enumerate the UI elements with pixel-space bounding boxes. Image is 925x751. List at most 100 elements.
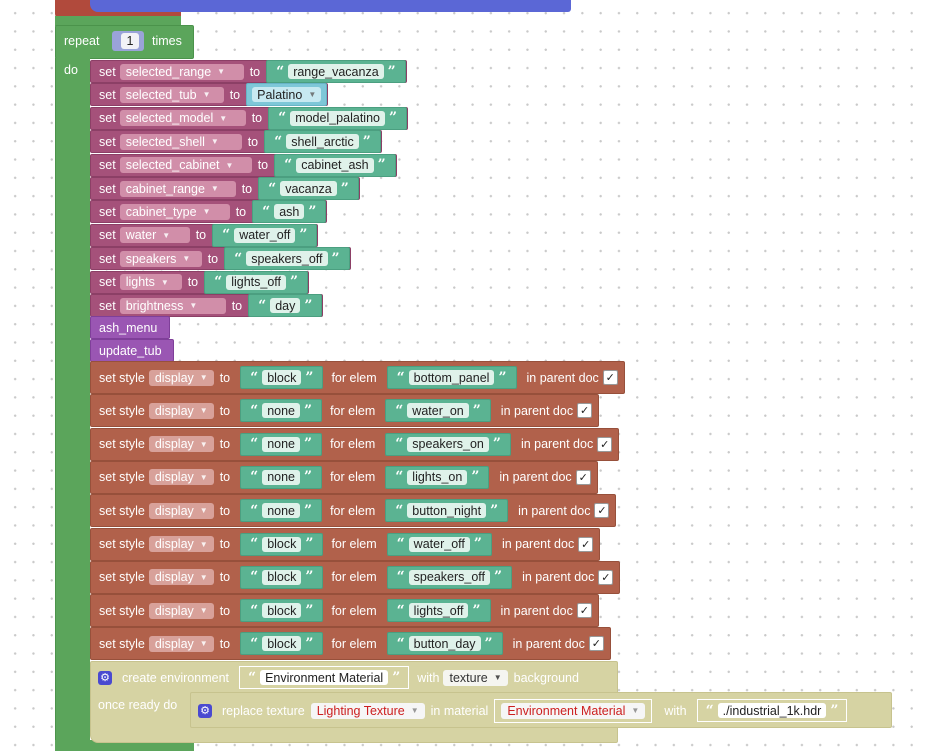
variable-dropdown[interactable]: selected_tub▼ — [119, 86, 224, 103]
element-id-string[interactable]: “bottom_panel” — [386, 366, 517, 389]
string-value[interactable]: water_off — [234, 227, 296, 243]
style-value-string[interactable]: “block” — [240, 366, 324, 389]
element-id[interactable]: lights_off — [408, 603, 469, 619]
style-value[interactable]: none — [262, 436, 301, 452]
in-parent-doc-checkbox[interactable]: ✓ — [588, 636, 604, 652]
string-block[interactable]: “ash” — [252, 200, 327, 224]
style-value[interactable]: block — [262, 536, 302, 552]
style-value-string[interactable]: “block” — [240, 632, 324, 656]
element-id[interactable]: water_on — [407, 403, 469, 419]
string-value[interactable]: model_palatino — [290, 110, 385, 126]
update-tub-call[interactable]: update_tub — [90, 339, 174, 362]
ash-menu-call[interactable]: ash_menu — [90, 316, 170, 339]
style-property-dropdown[interactable]: display▼ — [148, 502, 214, 519]
in-parent-doc-checkbox[interactable]: ✓ — [602, 370, 618, 385]
string-block[interactable]: “lights_off” — [204, 270, 309, 294]
string-value[interactable]: lights_off — [226, 274, 286, 290]
element-id-string[interactable]: “lights_on” — [385, 465, 490, 489]
element-id-string[interactable]: “speakers_on” — [385, 432, 511, 456]
string-block[interactable]: “speakers_off” — [224, 247, 350, 271]
element-id-string[interactable]: “button_night” — [385, 499, 509, 523]
string-value[interactable]: day — [270, 298, 301, 313]
string-value[interactable]: vacanza — [280, 181, 337, 196]
in-parent-doc-checkbox[interactable]: ✓ — [578, 536, 594, 552]
element-id[interactable]: lights_on — [407, 469, 468, 485]
in-parent-doc-checkbox[interactable]: ✓ — [598, 569, 614, 585]
string-value[interactable]: ash — [274, 204, 305, 220]
style-value[interactable]: block — [262, 603, 302, 619]
replace-texture-row[interactable]: ⚙ replace texture Lighting Texture▼ in m… — [198, 698, 848, 723]
variable-dropdown[interactable]: selected_model▼ — [119, 110, 246, 127]
style-value-string[interactable]: “block” — [240, 565, 324, 589]
gear-icon[interactable]: ⚙ — [98, 670, 112, 685]
in-parent-doc-checkbox[interactable]: ✓ — [575, 469, 591, 485]
element-id-string[interactable]: “button_day” — [386, 632, 503, 656]
environment-name-value[interactable]: Environment Material — [260, 670, 389, 685]
style-value-string[interactable]: “none” — [240, 465, 323, 489]
variable-dropdown[interactable]: cabinet_type▼ — [119, 203, 230, 220]
style-property-dropdown[interactable]: display▼ — [148, 536, 214, 552]
string-block[interactable]: “vacanza” — [258, 177, 359, 200]
variable-dropdown[interactable]: lights▼ — [119, 274, 182, 291]
style-property-dropdown[interactable]: display▼ — [148, 402, 214, 419]
element-id-string[interactable]: “water_off” — [386, 532, 492, 556]
string-block[interactable]: “cabinet_ash” — [274, 153, 396, 177]
style-value-string[interactable]: “block” — [240, 599, 324, 623]
element-id-string[interactable]: “speakers_off” — [386, 565, 513, 589]
string-value[interactable]: cabinet_ash — [296, 157, 374, 173]
element-id[interactable]: water_off — [408, 536, 470, 552]
repeat-count-input[interactable]: 1 — [121, 33, 139, 49]
in-parent-doc-checkbox[interactable]: ✓ — [577, 403, 593, 419]
style-value[interactable]: block — [262, 636, 302, 652]
variable-dropdown[interactable]: cabinet_range▼ — [119, 180, 236, 197]
variable-dropdown[interactable]: brightness▼ — [119, 297, 226, 314]
in-parent-doc-checkbox[interactable]: ✓ — [597, 436, 613, 452]
style-value[interactable]: block — [262, 370, 302, 385]
variable-dropdown[interactable]: water▼ — [119, 227, 190, 244]
in-parent-doc-checkbox[interactable]: ✓ — [576, 603, 592, 619]
lighting-texture-dropdown[interactable]: Lighting Texture▼ — [310, 702, 425, 719]
style-value[interactable]: none — [262, 403, 301, 419]
style-value-string[interactable]: “none” — [240, 399, 323, 423]
element-id[interactable]: button_day — [408, 636, 481, 652]
element-id[interactable]: speakers_off — [408, 569, 491, 585]
material-socket[interactable]: Environment Material▼ — [494, 698, 653, 723]
variable-dropdown[interactable]: selected_cabinet▼ — [119, 157, 252, 174]
material-dropdown[interactable]: Environment Material▼ — [501, 702, 646, 719]
string-block[interactable]: “shell_arctic” — [264, 130, 381, 154]
variable-dropdown[interactable]: speakers▼ — [119, 250, 202, 267]
string-block[interactable]: “water_off” — [212, 223, 318, 247]
style-property-dropdown[interactable]: display▼ — [148, 602, 214, 619]
style-property-dropdown[interactable]: display▼ — [148, 635, 214, 652]
environment-name-string[interactable]: “ Environment Material ” — [239, 666, 410, 689]
string-block[interactable]: “model_palatino” — [268, 106, 408, 130]
in-parent-doc-checkbox[interactable]: ✓ — [594, 503, 610, 519]
style-property-dropdown[interactable]: display▼ — [148, 369, 214, 386]
style-value-string[interactable]: “block” — [240, 532, 324, 556]
string-block[interactable]: “range_vacanza” — [266, 60, 406, 83]
style-property-dropdown[interactable]: display▼ — [148, 436, 214, 453]
string-block[interactable]: “day” — [248, 294, 323, 317]
string-value[interactable]: shell_arctic — [286, 134, 359, 150]
gear-icon[interactable]: ⚙ — [198, 703, 212, 718]
style-value-string[interactable]: “none” — [240, 499, 323, 523]
style-value[interactable]: block — [262, 569, 302, 585]
style-property-dropdown[interactable]: display▼ — [148, 469, 214, 486]
